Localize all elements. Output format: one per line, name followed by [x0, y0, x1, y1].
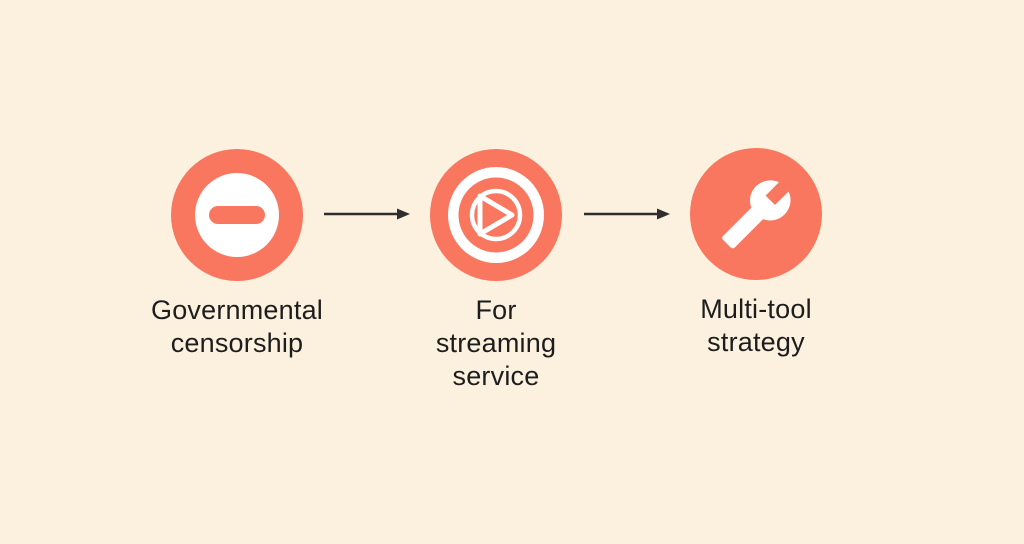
flow-arrow-1 [324, 208, 410, 220]
blocked-circle-icon [171, 149, 303, 281]
flow-arrow-2 [584, 208, 670, 220]
step-streaming-service: For streaming service [386, 149, 606, 393]
step-governmental-censorship: Governmental censorship [127, 149, 347, 360]
play-circle-icon [430, 149, 562, 281]
step-label-multi-tool-strategy: Multi-tool strategy [700, 294, 812, 357]
step-label-streaming-service: For streaming service [435, 295, 557, 391]
step-label-governmental-censorship: Governmental censorship [151, 295, 323, 358]
step-multi-tool-strategy: Multi-tool strategy [646, 148, 866, 359]
wrench-icon [690, 148, 822, 280]
